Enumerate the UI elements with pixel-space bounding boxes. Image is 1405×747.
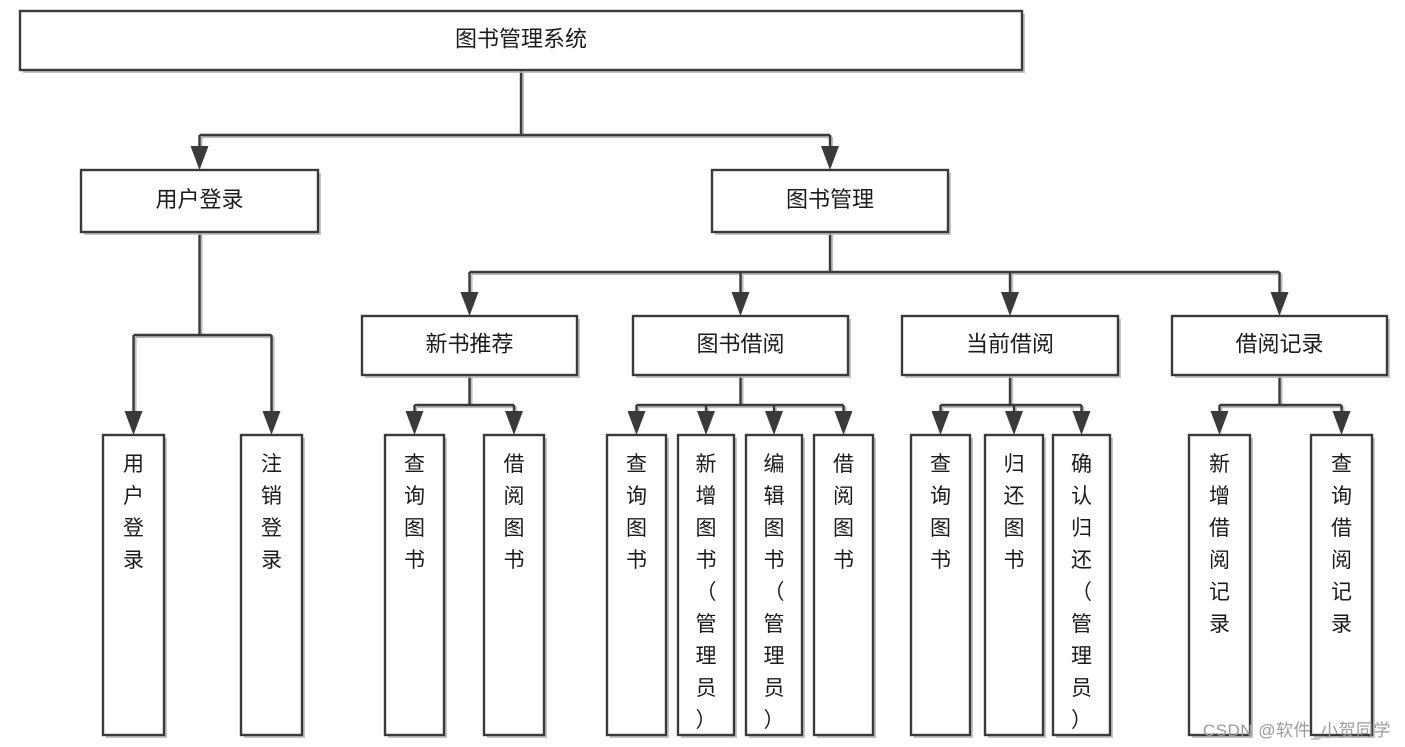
- arrow-current-borrow: [1001, 292, 1019, 316]
- node-book-borrow[interactable]: 图书借阅: [631, 314, 851, 378]
- node-label-leaf-confirm-return-admin: 确认归还（管理员）: [1071, 453, 1092, 732]
- node-rect-leaf-add-borrow-record[interactable]: [1187, 433, 1252, 737]
- arrow-leaf-query-book-3: [931, 411, 950, 435]
- node-rect-leaf-query-book-3[interactable]: [909, 433, 972, 737]
- node-rect-root[interactable]: [18, 9, 1024, 72]
- node-label-leaf-user-logout: 注销登录: [261, 453, 282, 572]
- node-leaf-user-login[interactable]: 用户登录: [101, 433, 167, 738]
- arrow-leaf-user-login: [124, 411, 143, 435]
- arrow-borrow-record: [1270, 292, 1289, 316]
- node-rect-new-book-recommend[interactable]: [360, 314, 579, 377]
- arrow-leaf-edit-book-admin: [765, 411, 783, 435]
- node-rect-borrow-record[interactable]: [1170, 314, 1389, 377]
- node-leaf-user-logout[interactable]: 注销登录: [239, 433, 305, 738]
- arrow-leaf-query-book-1: [405, 411, 424, 435]
- node-rect-book-manage[interactable]: [710, 168, 950, 234]
- node-label-user-login: 用户登录: [155, 187, 243, 212]
- node-new-book-recommend[interactable]: 新书推荐: [360, 314, 580, 378]
- node-label-leaf-add-borrow-record: 新增借阅记录: [1209, 453, 1230, 636]
- node-leaf-query-book-3[interactable]: 查询图书: [909, 433, 973, 738]
- arrow-leaf-borrow-book-2: [834, 411, 853, 435]
- arrow-new-book-recommend: [460, 292, 479, 316]
- node-rect-leaf-borrow-book-1[interactable]: [482, 433, 546, 737]
- node-leaf-borrow-book-2[interactable]: 借阅图书: [812, 433, 876, 738]
- node-label-leaf-query-book-3: 查询图书: [930, 453, 951, 572]
- csdn-watermark: CSDN @软件_小贺同学: [1202, 721, 1391, 740]
- node-rect-leaf-return-book[interactable]: [983, 433, 1045, 737]
- node-borrow-record[interactable]: 借阅记录: [1170, 314, 1390, 378]
- arrow-leaf-query-borrow-record: [1332, 411, 1351, 435]
- node-label-leaf-user-login: 用户登录: [123, 453, 144, 572]
- node-label-current-borrow: 当前借阅: [966, 331, 1054, 356]
- node-label-leaf-query-book-1: 查询图书: [404, 453, 425, 572]
- node-rect-current-borrow[interactable]: [900, 314, 1120, 377]
- node-leaf-confirm-return-admin[interactable]: 确认归还（管理员）: [1051, 433, 1113, 738]
- node-label-new-book-recommend: 新书推荐: [425, 331, 513, 356]
- node-label-leaf-edit-book-admin: 编辑图书（管理员）: [764, 453, 785, 732]
- node-label-leaf-query-borrow-record: 查询借阅记录: [1331, 453, 1352, 636]
- node-leaf-return-book[interactable]: 归还图书: [983, 433, 1046, 738]
- node-leaf-query-borrow-record[interactable]: 查询借阅记录: [1309, 433, 1375, 738]
- connector-layer: [124, 70, 1351, 435]
- node-book-manage[interactable]: 图书管理: [710, 168, 951, 235]
- node-rect-leaf-borrow-book-2[interactable]: [812, 433, 875, 737]
- node-leaf-add-borrow-record[interactable]: 新增借阅记录: [1187, 433, 1253, 738]
- node-rect-user-login[interactable]: [79, 168, 320, 234]
- node-label-leaf-borrow-book-1: 借阅图书: [504, 453, 525, 572]
- node-layer: 图书管理系统用户登录图书管理新书推荐图书借阅当前借阅借阅记录用户登录注销登录查询…: [18, 9, 1390, 738]
- node-leaf-query-book-1[interactable]: 查询图书: [383, 433, 447, 738]
- arrow-leaf-query-book-2: [627, 411, 646, 435]
- arrow-leaf-return-book: [1005, 411, 1023, 435]
- node-leaf-borrow-book-1[interactable]: 借阅图书: [482, 433, 547, 738]
- node-label-leaf-return-book: 归还图书: [1004, 453, 1025, 572]
- node-rect-leaf-confirm-return-admin[interactable]: [1051, 433, 1112, 737]
- node-rect-leaf-edit-book-admin[interactable]: [744, 433, 804, 737]
- node-label-book-borrow: 图书借阅: [696, 331, 784, 356]
- arrow-leaf-confirm-return-admin: [1072, 411, 1091, 435]
- node-leaf-query-book-2[interactable]: 查询图书: [605, 433, 669, 738]
- node-user-login[interactable]: 用户登录: [79, 168, 321, 235]
- node-label-root: 图书管理系统: [455, 26, 587, 51]
- node-label-leaf-query-book-2: 查询图书: [626, 453, 647, 572]
- node-rect-leaf-user-logout[interactable]: [239, 433, 304, 737]
- node-label-leaf-add-book-admin: 新增图书（管理员）: [696, 453, 717, 732]
- node-leaf-edit-book-admin[interactable]: 编辑图书（管理员）: [744, 433, 805, 738]
- node-leaf-add-book-admin[interactable]: 新增图书（管理员）: [676, 433, 737, 738]
- node-current-borrow[interactable]: 当前借阅: [900, 314, 1121, 378]
- arrow-leaf-add-borrow-record: [1210, 411, 1229, 435]
- arrow-book-manage: [821, 146, 839, 170]
- arrow-leaf-add-book-admin: [697, 411, 715, 435]
- node-label-book-manage: 图书管理: [786, 187, 874, 212]
- node-rect-leaf-user-login[interactable]: [101, 433, 166, 737]
- arrow-leaf-user-logout: [262, 411, 281, 435]
- node-root[interactable]: 图书管理系统: [18, 9, 1025, 73]
- arrow-user-login: [190, 146, 209, 170]
- node-rect-leaf-add-book-admin[interactable]: [676, 433, 736, 737]
- node-rect-leaf-query-borrow-record[interactable]: [1309, 433, 1374, 737]
- node-rect-book-borrow[interactable]: [631, 314, 850, 377]
- arrow-leaf-borrow-book-1: [505, 411, 523, 435]
- node-label-leaf-borrow-book-2: 借阅图书: [833, 453, 854, 572]
- arrow-book-borrow: [731, 292, 750, 316]
- node-label-borrow-record: 借阅记录: [1235, 331, 1323, 356]
- node-rect-leaf-query-book-2[interactable]: [605, 433, 668, 737]
- node-rect-leaf-query-book-1[interactable]: [383, 433, 446, 737]
